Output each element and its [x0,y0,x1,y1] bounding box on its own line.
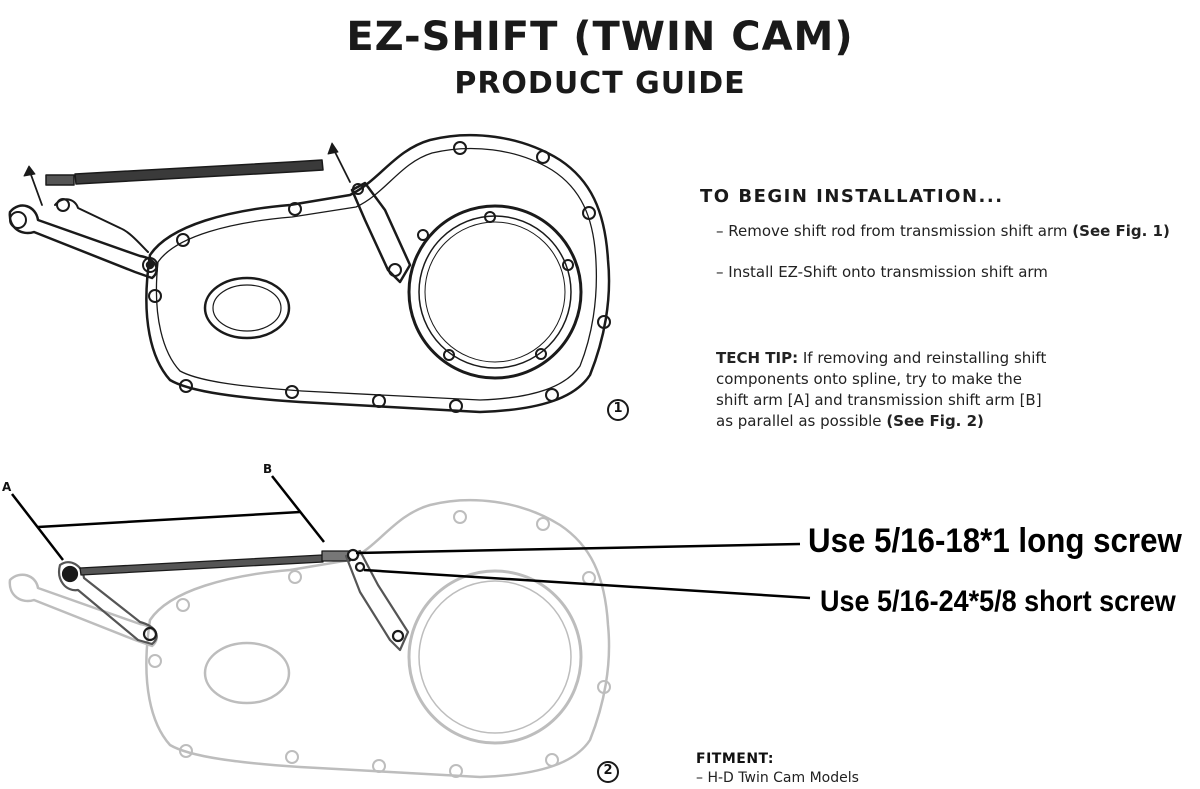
figure-1-shift-linkage [8,142,412,284]
install-step-2: – Install EZ-Shift onto transmission shi… [716,263,1048,281]
parallel-dimension-lines [11,475,325,561]
long-screw-callout: Use 5/16-18*1 long screw [808,522,1182,560]
figure-2-primary-cover [8,498,611,779]
tech-tip: TECH TIP: If removing and reinstalling s… [716,348,1156,432]
figure-2-linkage [58,548,410,652]
figure-1-number-badge [607,399,629,421]
tech-tip-line-1-text: If removing and reinstalling shift [802,349,1047,367]
tech-tip-line-1: TECH TIP: If removing and reinstalling s… [716,348,1156,369]
tech-tip-line-4-text: as parallel as possible [716,412,882,430]
label-a: A [2,480,12,494]
figure-2-number: 2 [603,763,613,778]
figure-1-number: 1 [613,401,623,416]
fitment-item: – H-D Twin Cam Models [696,770,859,786]
short-screw-callout: Use 5/16-24*5/8 short screw [820,585,1176,618]
tech-tip-line-3: shift arm [A] and transmission shift arm… [716,391,1042,409]
page-title: EZ-SHIFT (TWIN CAM) [346,14,854,60]
install-step-1: – Remove shift rod from transmission shi… [716,221,1170,242]
figure-2-number-badge [597,761,619,783]
label-b: B [263,462,273,476]
tech-tip-line-4: as parallel as possible (See Fig. 2) [716,411,1156,432]
tech-tip-line-4-ref: (See Fig. 2) [886,412,984,430]
tech-tip-line-2: components onto spline, try to make the [716,370,1022,388]
tech-tip-label: TECH TIP: [716,349,799,367]
callout-leader-lines [355,542,811,600]
install-step-1-text: – Remove shift rod from transmission shi… [716,222,1068,240]
install-step-1-ref: (See Fig. 1) [1072,222,1170,240]
fitment-heading: FITMENT: [696,751,774,767]
page-subtitle: PRODUCT GUIDE [454,66,746,101]
install-heading: TO BEGIN INSTALLATION... [700,186,1004,207]
